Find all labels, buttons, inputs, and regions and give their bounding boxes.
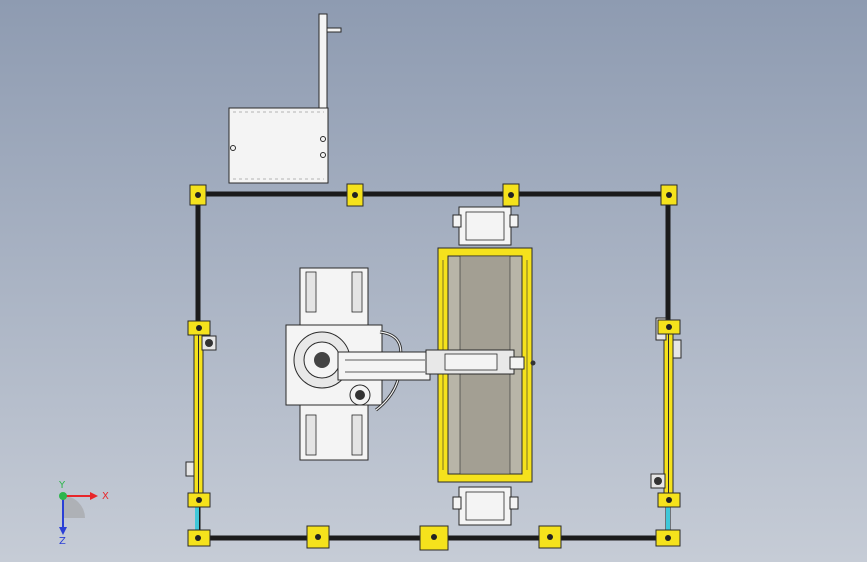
- bracket-bottom-2: [419, 525, 449, 551]
- bracket-right-mid: [657, 319, 681, 335]
- y-axis-label: Y: [58, 480, 66, 491]
- bracket-bottom-left: [187, 529, 211, 547]
- bracket-bottom-right: [655, 529, 681, 547]
- bracket-top-mid-right: [502, 183, 520, 207]
- bracket-top-mid-left: [346, 183, 364, 207]
- frame-brackets: [187, 183, 681, 551]
- bracket-left-mid: [187, 320, 211, 336]
- bracket-top-right: [660, 184, 678, 206]
- x-axis-label: X: [102, 491, 109, 502]
- bracket-bottom-3: [538, 525, 562, 549]
- control-cabinet[interactable]: [228, 13, 342, 184]
- bracket-left-low: [187, 492, 211, 508]
- bracket-bottom-1: [306, 525, 330, 549]
- left-linear-axis[interactable]: [185, 329, 217, 501]
- z-axis-label: Z: [59, 536, 66, 547]
- right-linear-axis[interactable]: [650, 317, 682, 501]
- axis-triad-icon: X Y Z: [58, 480, 109, 547]
- bracket-right-low: [657, 492, 681, 508]
- robot-arm[interactable]: [337, 349, 536, 381]
- bracket-top-left: [189, 184, 207, 206]
